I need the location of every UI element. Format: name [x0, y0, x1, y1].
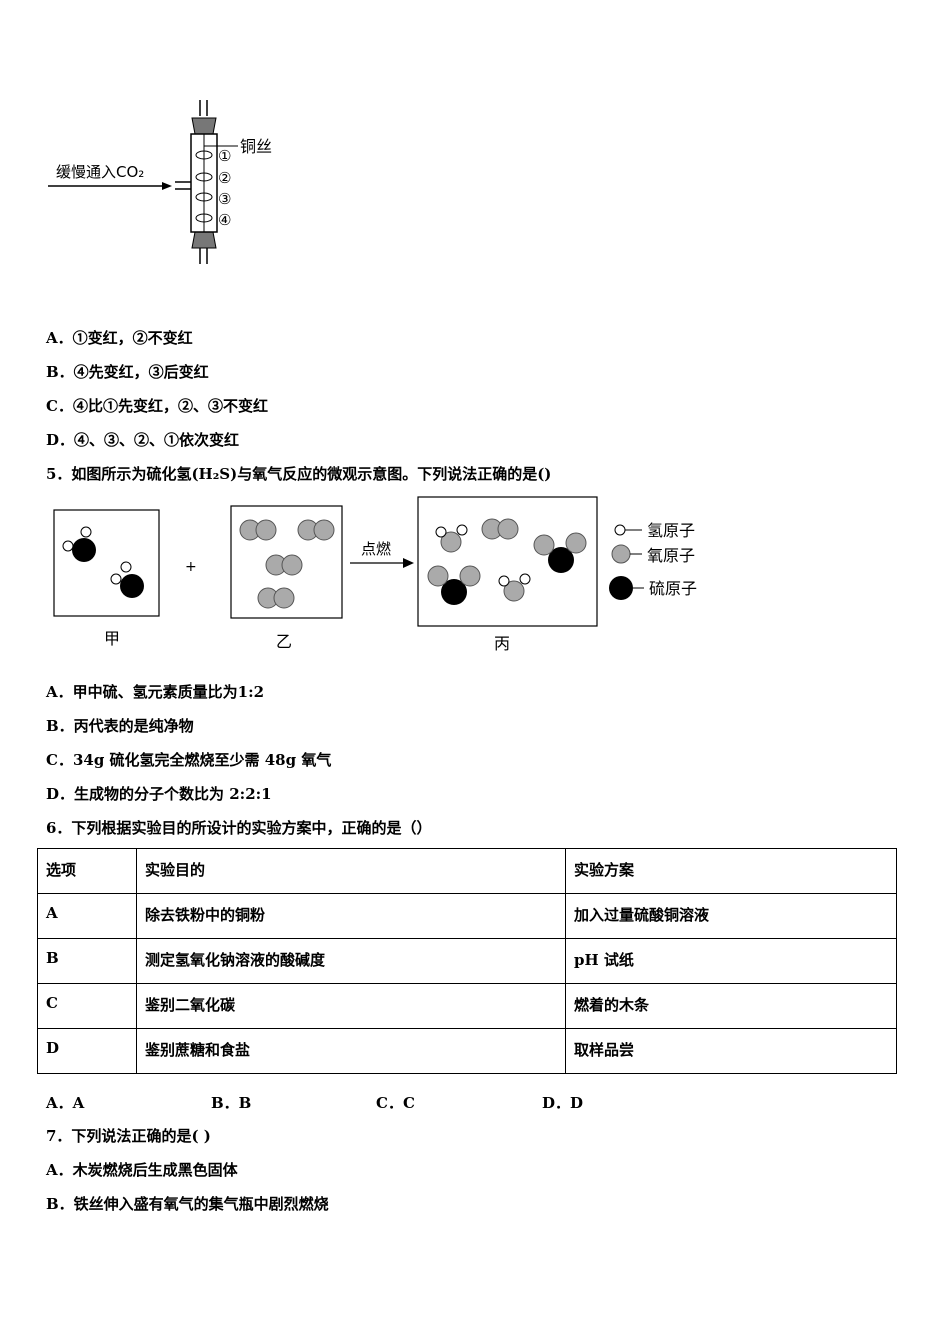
marker-3: ③ — [218, 190, 231, 208]
q6-option-d: D．D — [542, 1094, 584, 1112]
q4-option-a: A．①变红，②不变红 — [46, 329, 193, 347]
q6-option-b: B．B — [211, 1094, 252, 1112]
label-jia: 甲 — [104, 629, 120, 648]
header-plan: 实验方案 — [565, 848, 897, 894]
legend-hydrogen: 氢原子 — [647, 521, 695, 540]
row-plan: pH 试纸 — [565, 938, 897, 984]
header-purpose: 实验目的 — [136, 848, 566, 894]
row-plan: 取样品尝 — [565, 1028, 897, 1074]
row-plan: 燃着的木条 — [565, 983, 897, 1029]
tube-apparatus-figure: 缓慢通入CO₂ 铜丝 ① ② ③ ④ — [48, 100, 272, 264]
q6-stem: 6．下列根据实验目的所设计的实验方案中，正确的是（） — [46, 819, 432, 837]
table-row: D 鉴别蔗糖和食盐 取样品尝 — [37, 1028, 897, 1074]
row-purpose: 除去铁粉中的铜粉 — [136, 893, 566, 939]
box-jia — [53, 509, 160, 617]
row-purpose: 鉴别二氧化碳 — [136, 983, 566, 1029]
row-purpose: 鉴别蔗糖和食盐 — [136, 1028, 566, 1074]
marker-1: ① — [218, 147, 231, 165]
experiment-plan-table: 选项 实验目的 实验方案 A 除去铁粉中的铜粉 加入过量硫酸铜溶液 B 测定氢氧… — [37, 848, 897, 1074]
label-bing: 丙 — [494, 634, 510, 653]
q5-option-a: A．甲中硫、氢元素质量比为1:2 — [46, 683, 265, 701]
row-label: A — [37, 893, 137, 939]
q5-stem: 5．如图所示为硫化氢(H₂S)与氧气反应的微观示意图。下列说法正确的是() — [46, 465, 552, 483]
q5-option-d: D．生成物的分子个数比为 2:2:1 — [46, 785, 272, 803]
q7-stem: 7．下列说法正确的是( ) — [46, 1127, 211, 1145]
ignite-label: 点燃 — [361, 540, 391, 558]
box-bing — [417, 496, 598, 627]
q4-option-d: D．④、③、②、①依次变红 — [46, 431, 240, 449]
q7-option-a: A．木炭燃烧后生成黑色固体 — [46, 1161, 238, 1179]
header-option: 选项 — [37, 848, 137, 894]
table-row: B 测定氢氧化钠溶液的酸碱度 pH 试纸 — [37, 938, 897, 984]
marker-4: ④ — [218, 211, 231, 229]
q4-option-c: C．④比①先变红，②、③不变红 — [46, 397, 268, 415]
legend-sulfur: 硫原子 — [649, 579, 697, 598]
row-plan: 加入过量硫酸铜溶液 — [565, 893, 897, 939]
label-yi: 乙 — [276, 632, 292, 651]
table-header-row: 选项 实验目的 实验方案 — [37, 848, 897, 894]
table-row: C 鉴别二氧化碳 燃着的木条 — [37, 983, 897, 1029]
plus-sign: + — [185, 559, 197, 575]
q4-option-b: B．④先变红，③后变红 — [46, 363, 209, 381]
legend-oxygen: 氧原子 — [647, 546, 695, 565]
row-label: C — [37, 983, 137, 1029]
q6-option-c: C．C — [376, 1094, 415, 1112]
q5-option-b: B．丙代表的是纯净物 — [46, 717, 194, 735]
copper-wire-label: 铜丝 — [240, 137, 272, 156]
row-label: B — [37, 938, 137, 984]
box-yi — [230, 505, 343, 619]
marker-2: ② — [218, 169, 231, 187]
q6-option-a: A．A — [46, 1094, 85, 1112]
q7-option-b: B．铁丝伸入盛有氧气的集气瓶中剧烈燃烧 — [46, 1195, 329, 1213]
molecule-reaction-figure: 甲 + 乙 点燃 丙 氢原子 氧原子 硫原子 — [53, 496, 697, 653]
row-label: D — [37, 1028, 137, 1074]
q5-option-c: C．34g 硫化氢完全燃烧至少需 48g 氧气 — [46, 751, 332, 769]
co2-inlet-label: 缓慢通入CO₂ — [56, 163, 144, 181]
row-purpose: 测定氢氧化钠溶液的酸碱度 — [136, 938, 566, 984]
table-row: A 除去铁粉中的铜粉 加入过量硫酸铜溶液 — [37, 893, 897, 939]
